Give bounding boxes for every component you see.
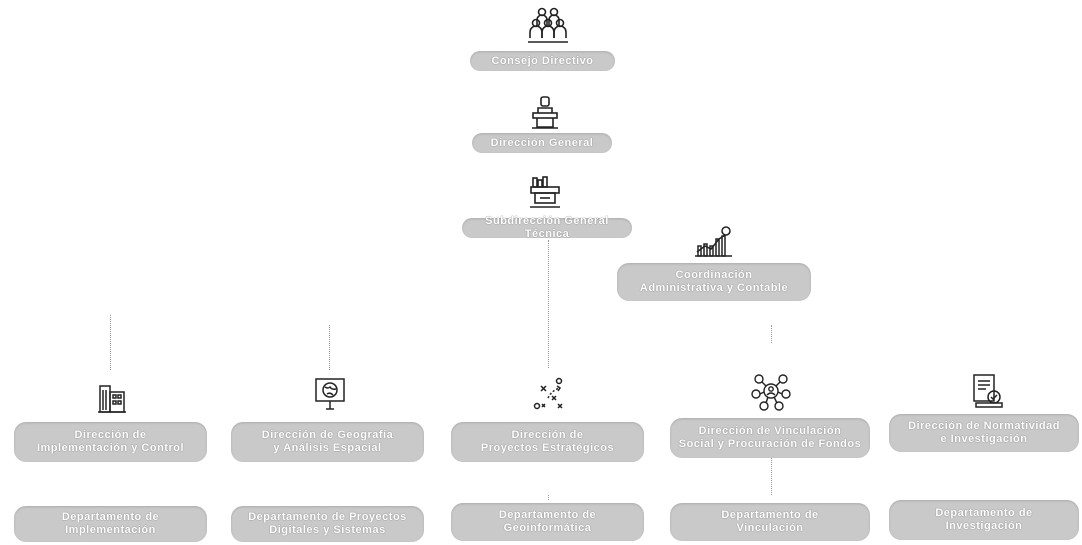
direccion-geografia-box: Dirección de Geografía y Análisis Espaci… bbox=[231, 422, 424, 462]
connector-coordinacion bbox=[771, 325, 772, 343]
legal-document-icon bbox=[970, 372, 1006, 415]
departamento-implementacion-box: Departamento de Implementación bbox=[14, 506, 207, 542]
direccion-implementacion-box: Dirección de Implementación y Control bbox=[14, 422, 207, 462]
direccion-normatividad-box: Dirección de Normatividad e Investigació… bbox=[889, 414, 1079, 452]
departamento-vinculacion-box: Departamento de Vinculación bbox=[670, 503, 870, 541]
strategy-plan-icon bbox=[532, 376, 568, 417]
podium-person-icon bbox=[530, 95, 560, 136]
direccion-general-box: Dirección General bbox=[472, 133, 612, 153]
connector-subdireccion-proyectos bbox=[548, 240, 549, 368]
coordinacion-box: Coordinación Administrativa y Contable bbox=[617, 263, 811, 301]
growth-chart-icon bbox=[694, 226, 734, 265]
connector-proyectos-dept bbox=[548, 495, 549, 500]
departamento-geoinformatica-box: Departamento de Geoinformática bbox=[451, 503, 644, 541]
map-presentation-icon bbox=[313, 376, 347, 417]
people-group-icon bbox=[525, 6, 571, 51]
building-icon bbox=[97, 382, 127, 419]
subdireccion-box: Subdirección General Técnica bbox=[462, 215, 632, 240]
direccion-proyectos-box: Dirección de Proyectos Estratégicos bbox=[451, 422, 644, 462]
consejo-directivo-box: Consejo Directivo bbox=[470, 51, 615, 71]
departamento-investigacion-box: Departamento de Investigación bbox=[889, 500, 1079, 540]
connector-geografia bbox=[329, 325, 330, 370]
connector-implementacion bbox=[110, 315, 111, 370]
network-people-icon bbox=[750, 370, 792, 417]
departamento-proyectos-digitales-box: Departamento de Proyectos Digitales y Si… bbox=[231, 506, 424, 542]
direccion-vinculacion-box: Dirección de Vinculación Social y Procur… bbox=[670, 418, 870, 458]
desk-books-icon bbox=[528, 175, 562, 216]
connector-vinculacion-dept bbox=[771, 455, 772, 495]
